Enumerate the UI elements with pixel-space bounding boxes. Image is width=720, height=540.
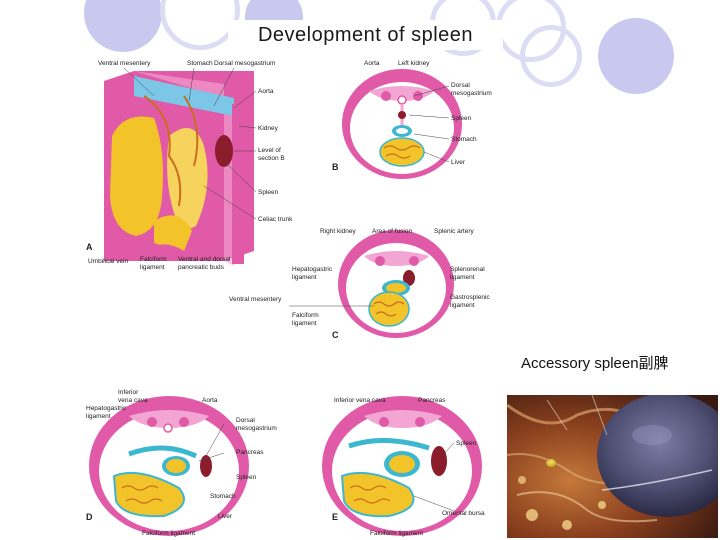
decor-circle xyxy=(598,18,674,94)
label-inferior-d1: Inferior xyxy=(118,389,139,396)
label-splenic-artery: Splenic artery xyxy=(434,228,474,235)
label-falciform-c1: Falciform xyxy=(292,312,319,319)
label-hepatogastric-c1: Hepatogastric xyxy=(292,266,333,273)
panel-letter-b: B xyxy=(332,162,339,172)
panel-c-illustration xyxy=(338,230,454,338)
label-omental-bursa: Omental bursa xyxy=(442,510,485,517)
label-area-of-fusion: Area of fusion xyxy=(372,228,413,235)
page-title: Development of spleen xyxy=(228,20,503,50)
decor-circle xyxy=(84,0,162,52)
panel-a-illustration xyxy=(104,71,254,266)
label-falciform-a2: ligament xyxy=(140,264,165,271)
panel-d-illustration xyxy=(89,396,249,536)
label-pancreatic-buds-2: pancreatic buds xyxy=(178,264,224,271)
panel-e-illustration xyxy=(322,396,482,536)
panel-b-illustration xyxy=(342,69,462,179)
label-falciform-a1: Falciform xyxy=(140,256,167,263)
spleen-development-figure: Ventral mesentery Stomach Dorsal mesogas… xyxy=(84,56,496,538)
label-aorta-d: Aorta xyxy=(202,397,218,404)
label-inferior-vena-cava-e: Inferior vena cava xyxy=(334,397,386,404)
accessory-spleen-label: Accessory spleen副脾 xyxy=(521,355,669,372)
decor-ring xyxy=(520,25,582,87)
label-dorsal-b1: Dorsal xyxy=(451,82,470,89)
label-pancreas-e: Pancreas xyxy=(418,397,446,404)
label-liver-d: Liver xyxy=(218,513,233,520)
label-splenorenal-2: ligament xyxy=(450,274,475,281)
label-gastrosplenic-2: ligament xyxy=(450,302,475,309)
label-umbilical-vein: Umbilical vein xyxy=(88,258,129,265)
label-aorta-b: Aorta xyxy=(364,60,380,67)
label-inferior-d2: vena cava xyxy=(118,397,148,404)
figure-illustration xyxy=(89,67,482,536)
panel-letter-c: C xyxy=(332,330,339,340)
label-spleen-d: Spleen xyxy=(236,474,257,481)
label-ventral-mesentery: Ventral mesentery xyxy=(98,60,151,67)
label-liver-b: Liver xyxy=(451,159,466,166)
label-falciform-e: Falciform ligament xyxy=(370,530,424,537)
label-pancreas-d: Pancreas xyxy=(236,449,264,456)
label-spleen-e: Spleen xyxy=(456,440,477,447)
label-hepatogastric-d2: ligament xyxy=(86,413,111,420)
label-right-kidney: Right kidney xyxy=(320,228,356,235)
label-stomach-a: Stomach xyxy=(187,60,213,67)
label-dorsal-mesogastrium-a: Dorsal mesogastrium xyxy=(214,60,276,67)
panel-letter-e: E xyxy=(332,512,339,522)
label-kidney: Kidney xyxy=(258,125,278,132)
panel-letter-a: A xyxy=(86,242,93,252)
label-falciform-c2: ligament xyxy=(292,320,317,327)
leader-lines xyxy=(123,67,455,512)
label-spleen-a: Spleen xyxy=(258,189,279,196)
label-stomach-d: Stomach xyxy=(210,493,236,500)
label-aorta-a: Aorta xyxy=(258,88,274,95)
label-dorsal-b2: mesogastrium xyxy=(451,90,492,97)
label-hepatogastric-d1: Hepatogastric xyxy=(86,405,127,412)
label-dorsal-d1: Dorsal xyxy=(236,417,255,424)
label-section-b: section B xyxy=(258,155,285,162)
label-hepatogastric-c2: ligament xyxy=(292,274,317,281)
label-stomach-b: Stomach xyxy=(451,136,477,143)
label-dorsal-d2: mesogastrium xyxy=(236,425,277,432)
label-celiac-trunk: Celiac trunk xyxy=(258,216,293,223)
label-splenorenal-1: Splenorenal xyxy=(450,266,485,273)
panel-letter-d: D xyxy=(86,512,93,522)
photo-illustration xyxy=(507,395,718,538)
label-left-kidney: Left kidney xyxy=(398,60,430,67)
accessory-spleen-photo xyxy=(507,395,718,538)
label-gastrosplenic-1: Gastrosplenic xyxy=(450,294,490,301)
label-pancreatic-buds-1: Ventral and dorsal xyxy=(178,256,231,263)
label-level-of: Level of xyxy=(258,147,281,154)
label-spleen-b: Spleen xyxy=(451,115,472,122)
label-falciform-d: Falciform ligament xyxy=(142,530,196,537)
label-ventral-mesentery-c: Ventral mesentery xyxy=(229,296,282,303)
